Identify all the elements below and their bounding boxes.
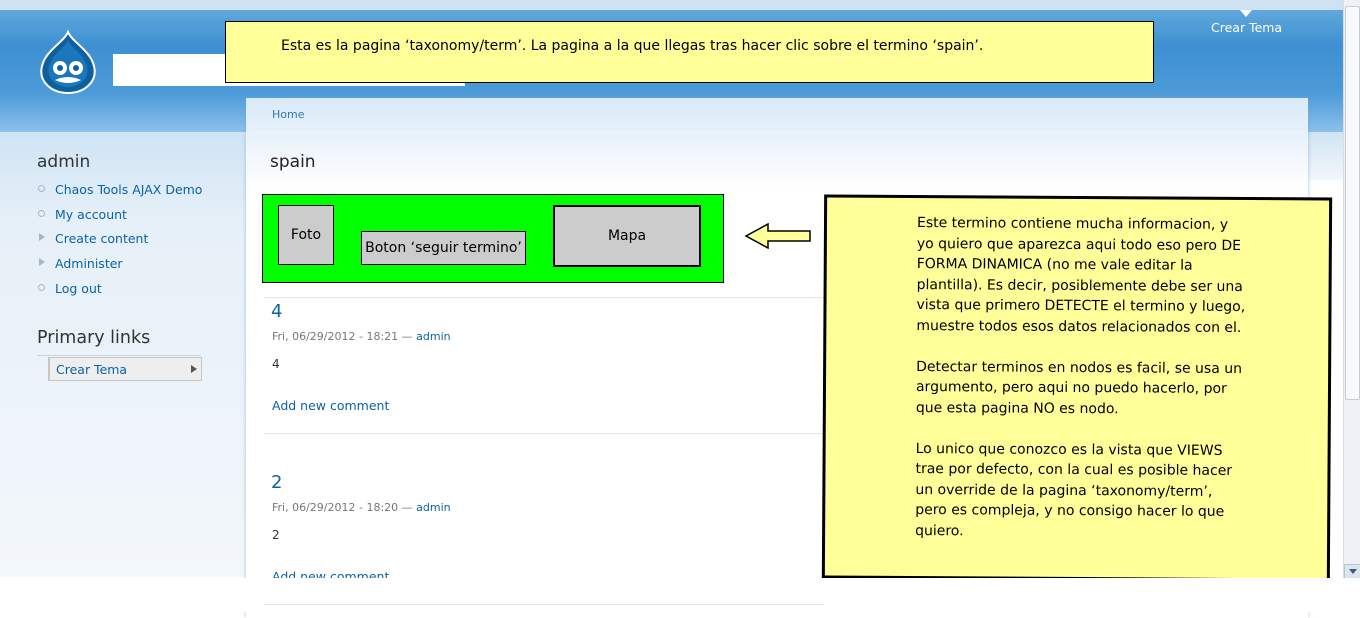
divider: [256, 128, 1302, 129]
drupal-logo-icon[interactable]: [38, 30, 98, 94]
nav-chaos-tools-ajax-demo[interactable]: Chaos Tools AJAX Demo: [55, 182, 203, 197]
breadcrumb-home[interactable]: Home: [272, 108, 305, 121]
node-author-link[interactable]: admin: [416, 330, 451, 343]
separator: —: [401, 330, 413, 343]
annotation-paragraph: Lo unico que conozco es la vista que VIE…: [915, 440, 1233, 539]
node-submitted: Fri, 06/29/2012 - 18:20 — admin: [272, 501, 451, 514]
separator: —: [401, 501, 413, 514]
user-block-title: admin: [37, 152, 91, 172]
list-bullet-icon: [38, 185, 45, 192]
page-title: spain: [270, 152, 316, 172]
annotation-paragraph: Este termino contiene mucha informacion,…: [916, 215, 1246, 336]
mockup-map-box: Mapa: [553, 205, 701, 267]
nav-log-out[interactable]: Log out: [55, 281, 102, 296]
node-body: 4: [272, 357, 280, 371]
primary-link-crear-tema[interactable]: Crear Tema: [1211, 20, 1283, 35]
bottom-blank: [0, 578, 1360, 612]
node-author-link[interactable]: admin: [416, 501, 451, 514]
annotation-note-top: Esta es la pagina ‘taxonomy/term’. La pa…: [225, 21, 1154, 83]
submenu-arrow-icon: [191, 365, 197, 373]
divider: [37, 355, 201, 356]
primary-links-title: Primary links: [37, 328, 151, 348]
list-bullet-icon: [38, 284, 45, 291]
content-header-gradient: [246, 98, 1308, 188]
node-date: Fri, 06/29/2012 - 18:21: [272, 330, 399, 343]
annotation-arrow-icon: [744, 222, 811, 250]
sidebar-primary-link-crear-tema[interactable]: Crear Tema: [48, 357, 202, 381]
list-bullet-icon: [38, 210, 45, 217]
divider: [264, 433, 824, 434]
annotation-note-right: Este termino contiene mucha informacion,…: [821, 194, 1333, 582]
node-body: 2: [272, 528, 280, 542]
annotation-paragraph: Detectar terminos en nodos es facil, se …: [915, 358, 1243, 417]
add-comment-link[interactable]: Add new comment: [272, 398, 390, 413]
mockup-photo-box: Foto: [278, 205, 334, 265]
nav-my-account[interactable]: My account: [55, 207, 127, 222]
nav-create-content[interactable]: Create content: [55, 231, 149, 246]
node-date: Fri, 06/29/2012 - 18:20: [272, 501, 399, 514]
nav-administer[interactable]: Administer: [55, 256, 123, 271]
collapsed-arrow-icon: [39, 258, 45, 266]
left-sidebar: [0, 132, 246, 577]
node-submitted: Fri, 06/29/2012 - 18:21 — admin: [272, 330, 451, 343]
active-menu-pointer-icon: [1240, 10, 1252, 17]
divider: [264, 604, 824, 605]
annotation-text: Esta es la pagina ‘taxonomy/term’. La pa…: [281, 38, 984, 54]
scrollbar-thumb[interactable]: [1345, 6, 1360, 400]
mockup-follow-term-button: Boton ‘seguir termino’: [361, 231, 526, 265]
node-title-link[interactable]: 4: [271, 301, 283, 322]
node-title-link[interactable]: 2: [271, 472, 283, 493]
divider: [264, 297, 824, 298]
arrow-down-icon: [1349, 569, 1357, 574]
collapsed-arrow-icon: [39, 233, 45, 241]
header-top-strip: [0, 0, 1343, 10]
primary-link-label: Crear Tema: [56, 362, 128, 377]
